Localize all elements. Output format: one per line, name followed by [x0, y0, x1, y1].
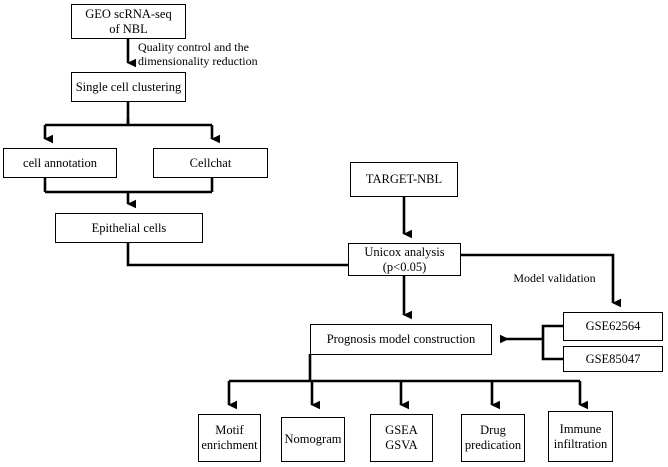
node-gsea-gsva[interactable]: GSEA GSVA — [370, 414, 433, 462]
node-single-cell-clustering[interactable]: Single cell clustering — [71, 72, 186, 102]
edge-epithelial-to-unicox — [126, 243, 348, 267]
node-immune-infiltration[interactable]: Immune infiltration — [548, 411, 613, 462]
node-gse85047-label: GSE85047 — [585, 351, 641, 366]
node-motif-enrichment[interactable]: Motif enrichment — [198, 414, 261, 462]
node-drug-predication[interactable]: Drug predication — [461, 414, 525, 462]
node-nomogram-label: Nomogram — [284, 432, 342, 447]
node-unicox-analysis[interactable]: Unicox analysis (p<0.05) — [348, 243, 461, 276]
node-nomogram[interactable]: Nomogram — [281, 417, 345, 462]
node-drug-predication-line1: Drug — [480, 423, 506, 438]
node-target-nbl[interactable]: TARGET-NBL — [350, 162, 458, 197]
node-prognosis-model-construction-label: Prognosis model construction — [326, 332, 476, 347]
node-immune-infiltration-line1: Immune — [559, 421, 602, 436]
node-geo-scrna-seq[interactable]: GEO scRNA-seq of NBL — [71, 4, 186, 39]
edge-label-quality-control-line2: dimensionality reduction — [138, 54, 258, 69]
node-epithelial-cells[interactable]: Epithelial cells — [55, 213, 203, 243]
node-unicox-analysis-line1: Unicox analysis — [364, 244, 445, 259]
node-geo-scrna-seq-line2: of NBL — [109, 21, 148, 36]
node-prognosis-model-construction[interactable]: Prognosis model construction — [310, 324, 492, 355]
node-cell-annotation[interactable]: cell annotation — [3, 148, 117, 178]
node-epithelial-cells-label: Epithelial cells — [91, 220, 167, 235]
node-gse85047[interactable]: GSE85047 — [563, 346, 663, 372]
edge-label-quality-control-line1: Quality control and the — [138, 40, 249, 54]
node-motif-enrichment-line2: enrichment — [201, 438, 258, 452]
node-unicox-analysis-line2: (p<0.05) — [382, 259, 427, 274]
node-gse62564-label: GSE62564 — [585, 319, 641, 334]
node-cellchat-label: Cellchat — [189, 155, 232, 170]
node-gse62564[interactable]: GSE62564 — [563, 312, 663, 341]
node-gsea-gsva-line1: GSEA — [385, 423, 418, 438]
node-cellchat[interactable]: Cellchat — [153, 148, 268, 178]
node-cell-annotation-label: cell annotation — [23, 155, 97, 170]
node-immune-infiltration-line2: infiltration — [553, 436, 608, 451]
node-single-cell-clustering-label: Single cell clustering — [75, 79, 182, 94]
edge-label-quality-control: Quality control and the dimensionality r… — [138, 40, 288, 69]
node-gsea-gsva-line2: GSVA — [385, 438, 418, 452]
node-target-nbl-label: TARGET-NBL — [365, 172, 443, 187]
edge-unicox-to-gse62564 — [461, 253, 621, 308]
node-drug-predication-line2: predication — [464, 438, 522, 452]
edge-label-model-validation: Model validation — [497, 271, 612, 285]
edge-gse-merge — [541, 324, 563, 361]
edge-label-model-validation-line1: Model validation — [513, 271, 596, 285]
node-geo-scrna-seq-line1: GEO scRNA-seq — [85, 6, 172, 21]
node-motif-enrichment-line1: Motif — [215, 423, 244, 438]
